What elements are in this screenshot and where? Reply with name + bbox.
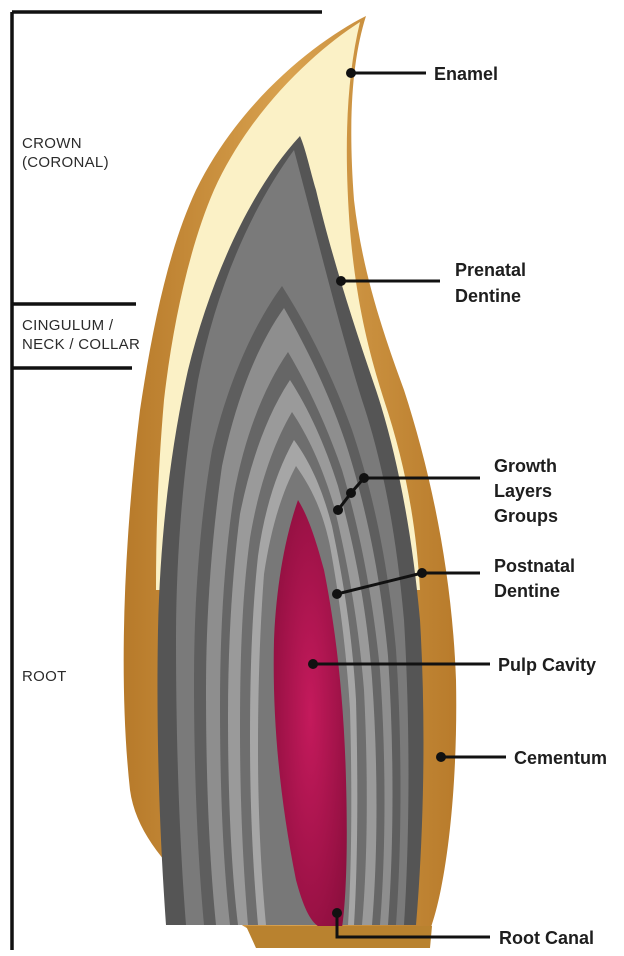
- label-growth-layers: Growth Layers Groups: [494, 456, 562, 526]
- zone-label-cingulum: CINGULUM / NECK / COLLAR: [22, 317, 140, 353]
- zone-label-root: ROOT: [22, 668, 67, 685]
- label-prenatal-dentine: Prenatal Dentine: [455, 260, 531, 306]
- zone-label-crown: CROWN (CORONAL): [22, 135, 109, 171]
- label-enamel: Enamel: [434, 64, 498, 84]
- label-pulp-cavity: Pulp Cavity: [498, 655, 596, 675]
- label-postnatal-dentine: Postnatal Dentine: [494, 556, 580, 601]
- label-cementum: Cementum: [514, 748, 607, 768]
- label-root-canal: Root Canal: [499, 928, 594, 948]
